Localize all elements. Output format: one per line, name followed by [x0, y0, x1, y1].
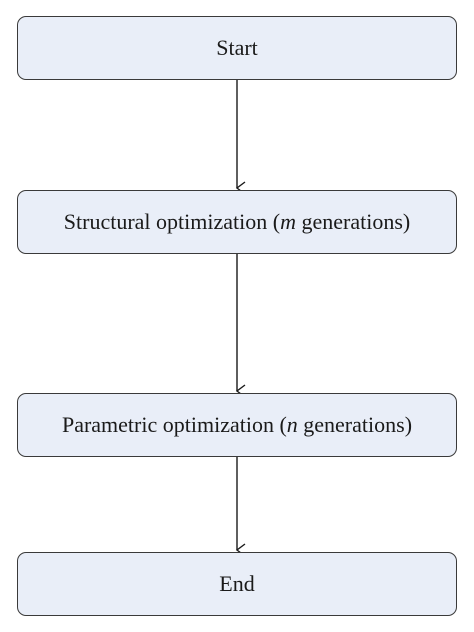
- structural-node-suffix: generations): [295, 209, 411, 234]
- parametric-node-suffix: generations): [297, 412, 413, 437]
- parametric-optimization-node: Parametric optimization (n generations): [17, 393, 457, 457]
- start-node-label: Start: [216, 35, 258, 60]
- parametric-node-variable: n: [286, 412, 298, 437]
- structural-node-variable: m: [280, 209, 296, 234]
- end-node-label: End: [219, 571, 255, 596]
- parametric-node-prefix: Parametric optimization (: [61, 412, 287, 437]
- start-node: Start: [17, 16, 457, 80]
- structural-node-prefix: Structural optimization (: [63, 209, 281, 234]
- end-node: End: [17, 552, 457, 616]
- structural-optimization-node: Structural optimization (m generations): [17, 190, 457, 254]
